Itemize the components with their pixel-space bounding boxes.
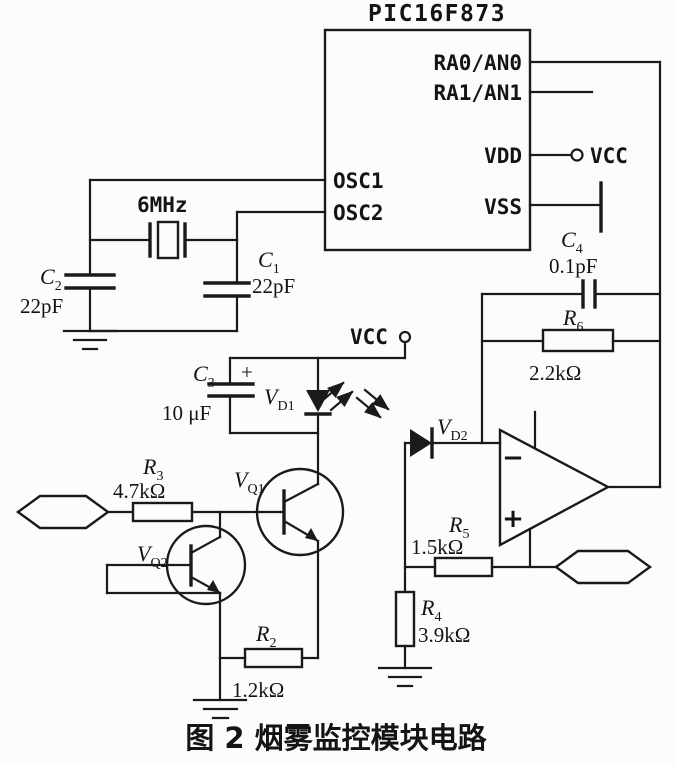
r6-label: R6 [562,305,583,335]
ic-title: PIC16F873 [368,1,506,27]
emitter-arrow-icon [305,528,318,541]
vq2-label: VQ2 [137,541,168,571]
cap-c3: C3 + 10 μF [162,360,255,425]
transistor-vq1: VQ1 [234,467,345,660]
receive-arrow-icon [355,396,382,419]
pin-osc2: OSC2 [333,201,384,225]
r2-label: R2 [255,621,276,651]
wires [88,60,662,702]
r5-value: 1.5kΩ [411,535,463,559]
r2-value: 1.2kΩ [232,678,284,702]
vd2-label: VD2 [437,414,468,444]
opamp: − + [498,428,611,548]
r3-label: R3 [142,454,163,484]
r5-label: R5 [448,512,469,542]
connector-hex-right [553,549,653,585]
ic-pic16f873: PIC16F873 RA0/AN0 RA1/AN1 VDD VSS OSC1 O… [323,1,532,252]
c4-value: 0.1pF [549,254,597,278]
res-r6: R6 2.2kΩ [480,305,662,385]
res-r4: R4 3.9kΩ [394,590,470,648]
ic-body [323,28,532,252]
vd1-label: VD1 [264,384,295,414]
light-path-arrows [320,381,390,419]
vcc-terminal-icon [570,148,584,162]
pin-ra0an0: RA0/AN0 [433,51,522,75]
c3-polarity: + [241,360,253,384]
cap-c4: C4 0.1pF [480,227,662,309]
crystal-6mhz: 6MHz [88,193,239,260]
cap-c2: C2 22pF [20,264,116,318]
photodiode-vd2: VD2 [410,414,468,459]
vcc-right-label: VCC [590,144,628,168]
pin-ra1an1: RA1/AN1 [433,81,522,105]
c2-value: 22pF [20,294,63,318]
c1-label: C1 [258,247,280,277]
r6-value: 2.2kΩ [529,361,581,385]
c2-label: C2 [40,264,62,294]
emitter-arrow-icon [207,580,220,593]
r3-value: 4.7kΩ [113,479,165,503]
vcc-terminal-mid: VCC [350,325,412,349]
emit-arrow-icon [320,381,345,403]
pin-vss: VSS [484,195,522,219]
ground-oscillator [62,329,118,351]
transistor-vq2: VQ2 [137,510,247,660]
pin-vdd: VDD [484,144,522,168]
res-r2: R2 1.2kΩ [232,621,304,702]
c1-value: 22pF [252,274,295,298]
r4-value: 3.9kΩ [418,623,470,647]
opamp-noninverting-input: + [502,504,524,534]
led-vd1: VD1 [264,384,332,416]
figure-caption: 图 2 烟雾监控模块电路 [185,721,487,755]
res-r3: R3 4.7kΩ [113,454,194,523]
ground-emitter [192,698,248,720]
crystal-freq-label: 6MHz [137,193,188,217]
r4-label: R4 [420,595,441,625]
connector-hex-left [15,494,111,530]
pin-osc1: OSC1 [333,169,384,193]
vcc-terminal-right: VCC [570,144,628,168]
cap-c1: C1 22pF [203,247,295,298]
opamp-inverting-input: − [502,443,524,473]
c4-label: C4 [561,227,583,257]
vcc-mid-label: VCC [350,325,388,349]
vcc-terminal-icon [398,330,412,344]
ground-r4 [377,666,433,688]
vq1-label: VQ1 [234,467,265,497]
res-r5: R5 1.5kΩ [411,512,494,578]
c3-label: C3 [193,361,215,391]
emit-arrow-icon [329,390,354,412]
receive-arrow-icon [363,388,390,411]
c3-value: 10 μF [162,401,211,425]
